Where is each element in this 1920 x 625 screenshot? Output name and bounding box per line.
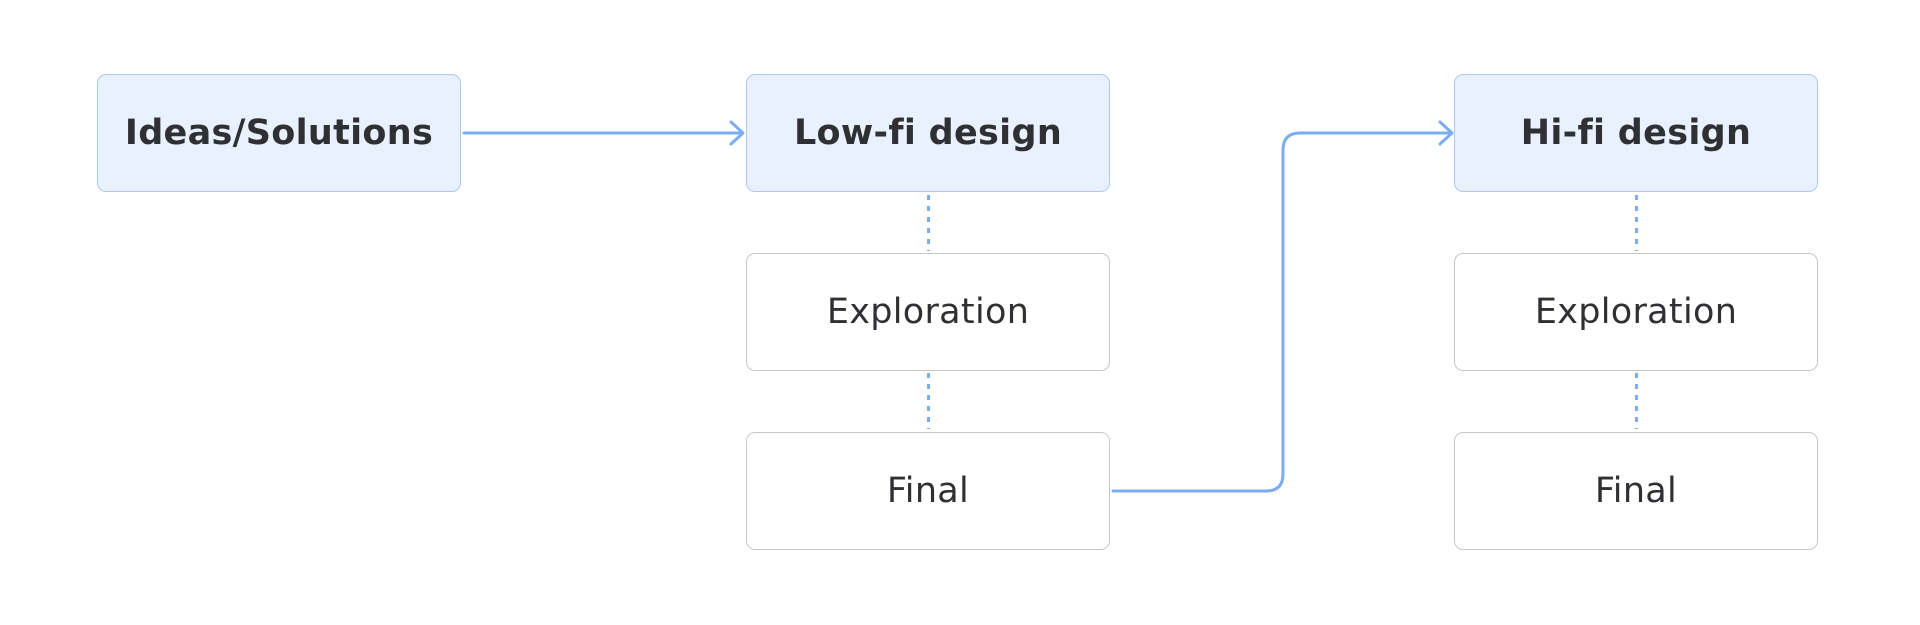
node-ideas-solutions-label: Ideas/Solutions xyxy=(124,113,434,153)
arrow-low-fi-final-to-hi-fi xyxy=(1111,120,1454,493)
node-low-fi-design-label: Low-fi design xyxy=(793,113,1063,153)
node-hi-fi-exploration-label: Exploration xyxy=(1534,292,1738,332)
node-ideas-solutions: Ideas/Solutions xyxy=(97,74,461,192)
node-low-fi-exploration-label: Exploration xyxy=(826,292,1030,332)
node-low-fi-exploration: Exploration xyxy=(746,253,1110,371)
node-hi-fi-final: Final xyxy=(1454,432,1818,550)
node-low-fi-design: Low-fi design xyxy=(746,74,1110,192)
node-low-fi-final-label: Final xyxy=(886,471,970,511)
node-hi-fi-design: Hi-fi design xyxy=(1454,74,1818,192)
node-low-fi-final: Final xyxy=(746,432,1110,550)
node-hi-fi-final-label: Final xyxy=(1594,471,1678,511)
arrow-ideas-to-low-fi xyxy=(462,120,745,146)
node-hi-fi-exploration: Exploration xyxy=(1454,253,1818,371)
node-hi-fi-design-label: Hi-fi design xyxy=(1520,113,1752,153)
